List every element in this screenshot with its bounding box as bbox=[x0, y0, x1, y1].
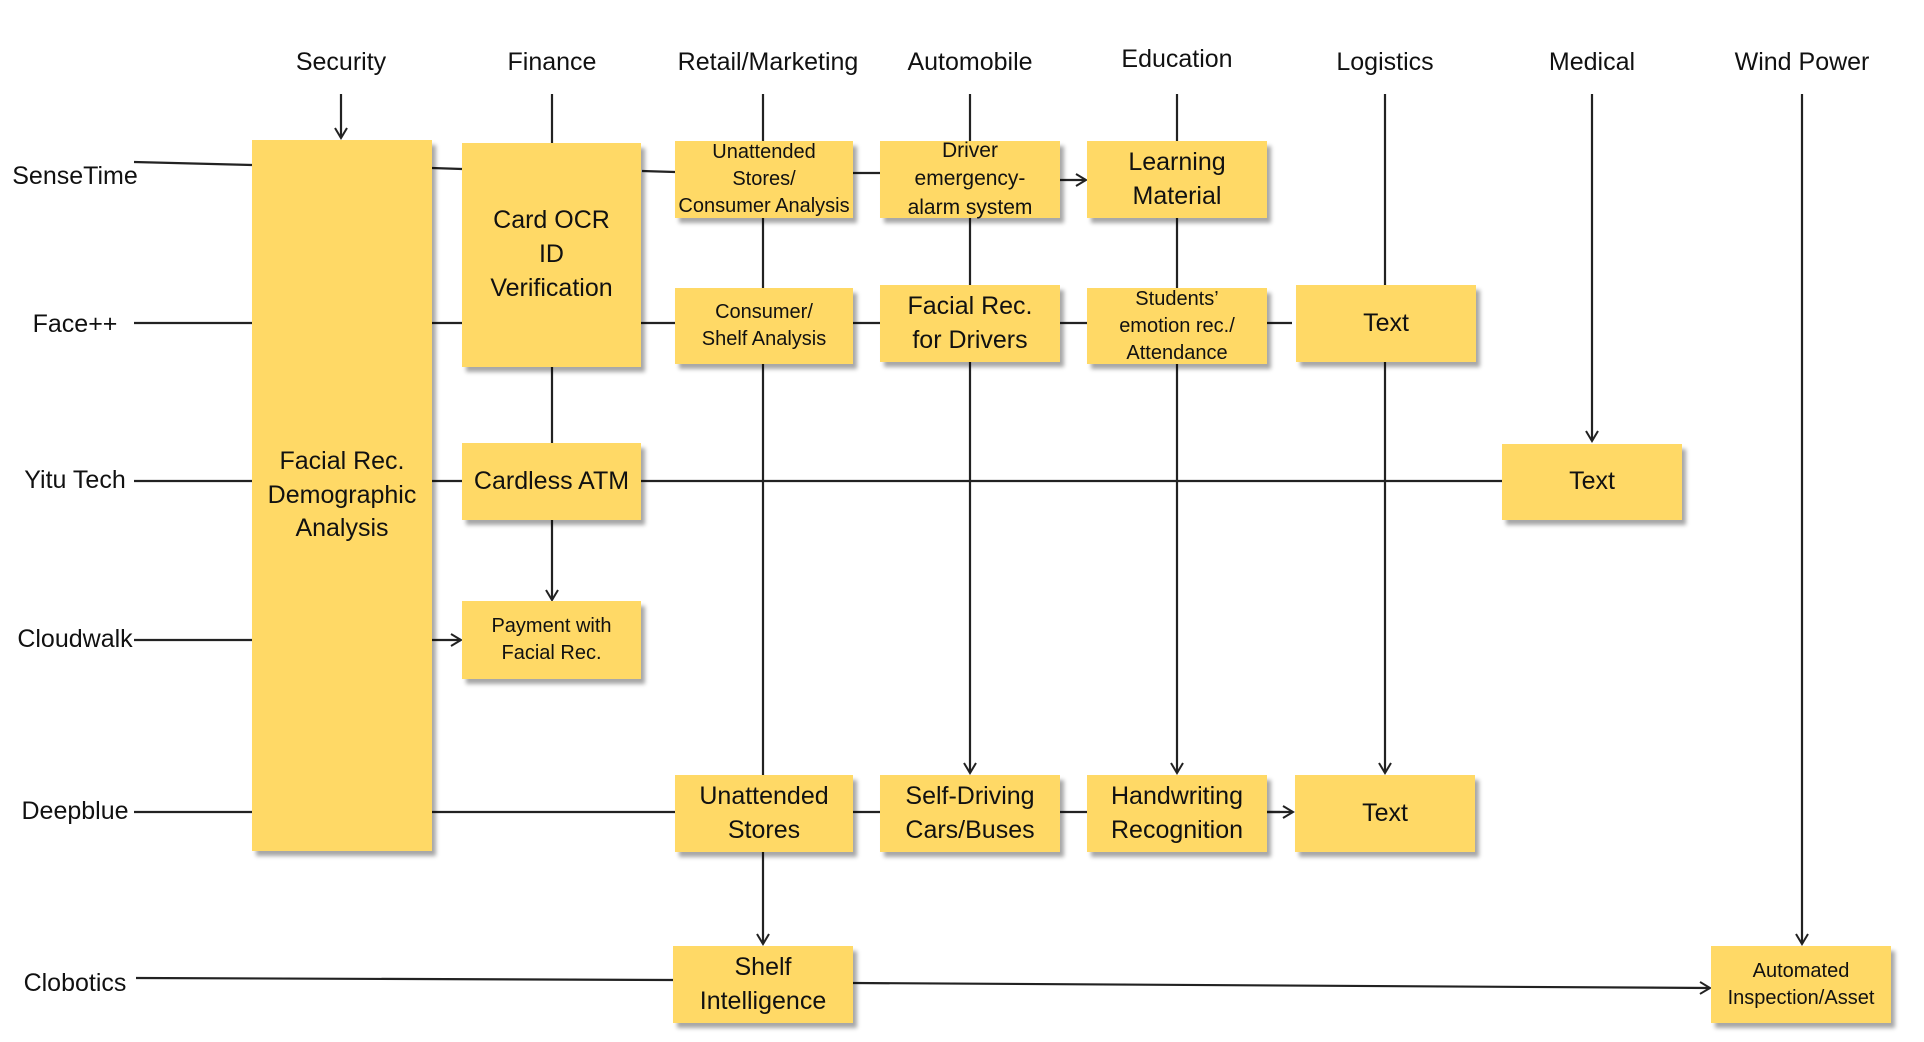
row-yitu-tech: Yitu Tech bbox=[24, 466, 126, 494]
row-facepp: Face++ bbox=[32, 310, 118, 338]
row-clobotics: Clobotics bbox=[23, 969, 127, 997]
row-sensetime: SenseTime bbox=[12, 162, 138, 190]
sensetime-line-2 bbox=[431, 166, 463, 171]
row-cloudwalk: Cloudwalk bbox=[17, 625, 133, 653]
column-wind-power: Wind Power bbox=[1734, 48, 1870, 76]
column-finance: Finance bbox=[507, 48, 597, 76]
box-medical-text: Text bbox=[1502, 444, 1682, 520]
column-security: Security bbox=[295, 48, 387, 76]
box-consumer-shelf: Consumer/ Shelf Analysis bbox=[675, 288, 853, 364]
box-facial-drivers: Facial Rec. for Drivers bbox=[880, 285, 1060, 362]
column-automobile: Automobile bbox=[907, 48, 1033, 76]
column-logistics: Logistics bbox=[1336, 48, 1434, 76]
box-logistics-text-1: Text bbox=[1296, 285, 1476, 362]
box-students-emotion: Students’ emotion rec./ Attendance bbox=[1087, 288, 1267, 364]
box-facial-rec-demographic: Facial Rec. Demographic Analysis bbox=[252, 140, 432, 851]
column-education: Education bbox=[1121, 45, 1233, 73]
box-learning-material: Learning Material bbox=[1087, 141, 1267, 218]
row-deepblue: Deepblue bbox=[21, 797, 129, 825]
box-card-ocr: Card OCR ID Verification bbox=[462, 143, 641, 367]
sensetime-line bbox=[133, 160, 253, 167]
column-retail-marketing: Retail/Marketing bbox=[677, 48, 859, 76]
box-unattended-consumer: Unattended Stores/ Consumer Analysis bbox=[675, 141, 853, 218]
box-unattended-stores: Unattended Stores bbox=[675, 775, 853, 852]
box-payment-facial-rec: Payment with Facial Rec. bbox=[462, 601, 641, 679]
clobotics-line bbox=[135, 976, 675, 982]
box-self-driving: Self-Driving Cars/Buses bbox=[880, 775, 1060, 852]
box-automated-inspection: Automated Inspection/Asset bbox=[1711, 946, 1891, 1023]
box-handwriting: Handwriting Recognition bbox=[1087, 775, 1267, 852]
box-shelf-intelligence: Shelf Intelligence bbox=[673, 946, 853, 1023]
box-cardless-atm: Cardless ATM bbox=[462, 443, 641, 520]
sensetime-line-3 bbox=[641, 169, 676, 174]
clobotics-arrow bbox=[852, 981, 1712, 995]
box-logistics-text-2: Text bbox=[1295, 775, 1475, 852]
box-driver-alarm: Driver emergency- alarm system bbox=[880, 139, 1060, 219]
column-medical: Medical bbox=[1548, 48, 1636, 76]
